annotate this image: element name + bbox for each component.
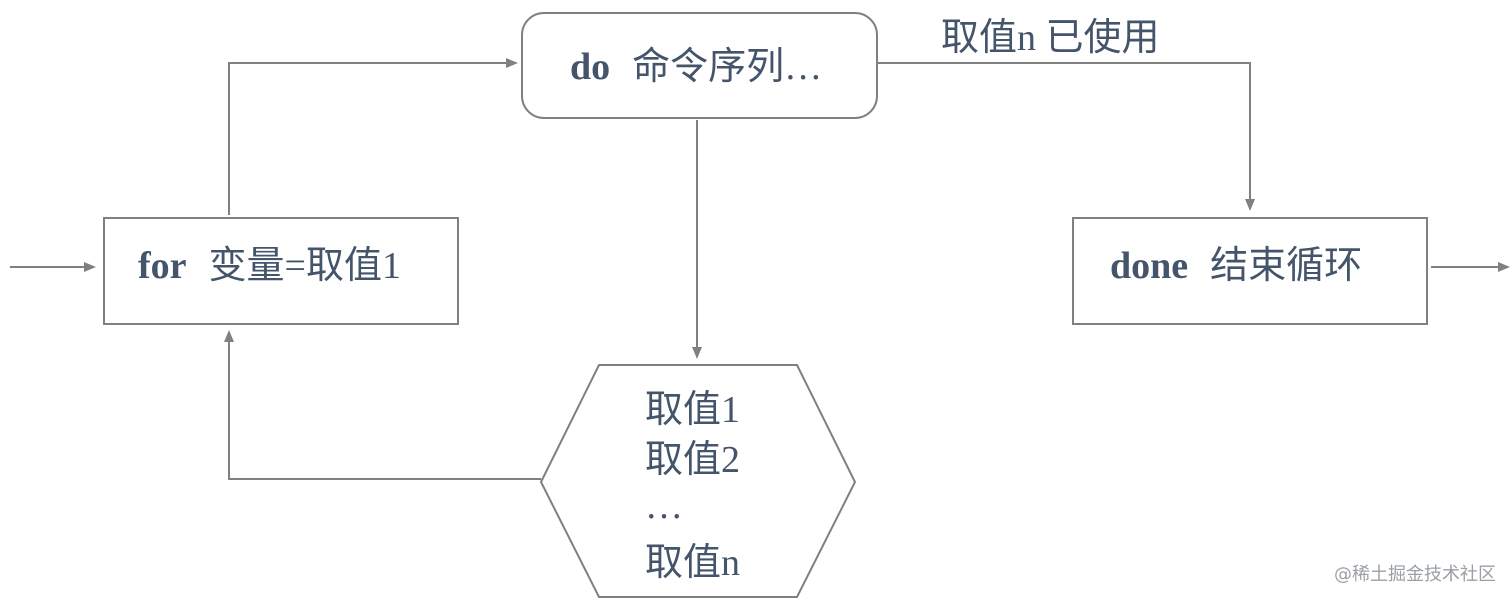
do-keyword: do bbox=[570, 46, 610, 88]
do-node-label: do 命令序列… bbox=[570, 46, 822, 88]
do-node: do 命令序列… bbox=[521, 12, 878, 119]
for-node: for 变量=取值1 bbox=[103, 217, 459, 325]
values-line-n: 取值n bbox=[645, 542, 740, 584]
for-text: 变量=取值1 bbox=[209, 245, 401, 287]
do-text: 命令序列… bbox=[632, 46, 822, 88]
values-line-ellipsis: … bbox=[645, 485, 683, 527]
values-line-2: 取值2 bbox=[645, 439, 740, 481]
do-to-done-edge-label: 取值n 已使用 bbox=[941, 17, 1160, 59]
done-text: 结束循环 bbox=[1210, 245, 1362, 287]
watermark: @稀土掘金技术社区 bbox=[1334, 564, 1496, 585]
for-to-do-arrow bbox=[228, 58, 518, 215]
values-node: 取值1 取值2 … 取值n bbox=[539, 364, 857, 598]
for-node-label: for 变量=取值1 bbox=[138, 245, 401, 287]
done-keyword: done bbox=[1110, 245, 1188, 287]
done-node: done 结束循环 bbox=[1072, 217, 1428, 325]
for-keyword: for bbox=[138, 245, 187, 287]
values-to-for-arrow bbox=[224, 330, 541, 480]
do-to-done-arrow bbox=[877, 62, 1255, 211]
done-node-label: done 结束循环 bbox=[1110, 245, 1362, 287]
values-line-1: 取值1 bbox=[645, 389, 740, 431]
